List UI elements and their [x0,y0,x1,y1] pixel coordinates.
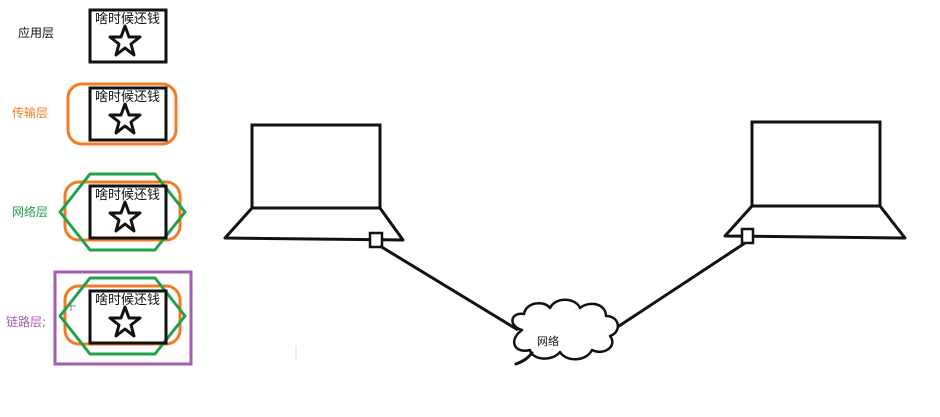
network-transport-outline [63,180,182,242]
star-icon [108,24,142,57]
cursor-icon [66,301,76,311]
application-data-box [88,8,168,64]
right-network-port [740,227,755,245]
link-network-outline [58,276,187,356]
network-data-box [88,184,168,240]
right-connection-line [612,241,746,332]
network-packet: 啥时候还钱 [58,172,187,252]
left-network-port [368,231,384,249]
network-header-outline [58,172,187,252]
star-icon [108,102,142,135]
left-laptop-screen [250,123,382,210]
star-icon [108,305,142,338]
cloud-outline [511,298,619,361]
transport-packet-text: 啥时候还钱 [95,89,160,105]
layer-label-transport: 传输层 [12,106,49,120]
transport-packet: 啥时候还钱 [66,82,178,146]
network-cloud-icon: 网络 [511,298,619,366]
network-packet-text: 啥时候还钱 [95,187,160,203]
cloud-tail [514,351,534,366]
link-data-box [88,289,168,345]
application-packet-text: 啥时候还钱 [95,11,160,27]
right-laptop-base [723,204,907,240]
left-laptop-base [223,206,405,242]
network-cloud-label: 网络 [537,334,559,348]
transport-header-outline [66,82,178,146]
right-laptop-screen [750,120,882,208]
layer-label-network: 网络层 [12,205,49,219]
link-header-outline [53,270,193,366]
left-laptop-icon [223,123,405,249]
star-icon [108,200,142,233]
right-laptop-icon [723,120,907,245]
link-packet-text: 啥时候还钱 [95,292,160,308]
layer-label-link: 链路层; [6,315,47,329]
left-connection-line [379,244,519,332]
layer-label-application: 应用层 [18,26,55,40]
link-packet: 啥时候还钱 [53,270,193,366]
transport-data-box [88,86,168,142]
application-packet: 啥时候还钱 [88,8,168,64]
